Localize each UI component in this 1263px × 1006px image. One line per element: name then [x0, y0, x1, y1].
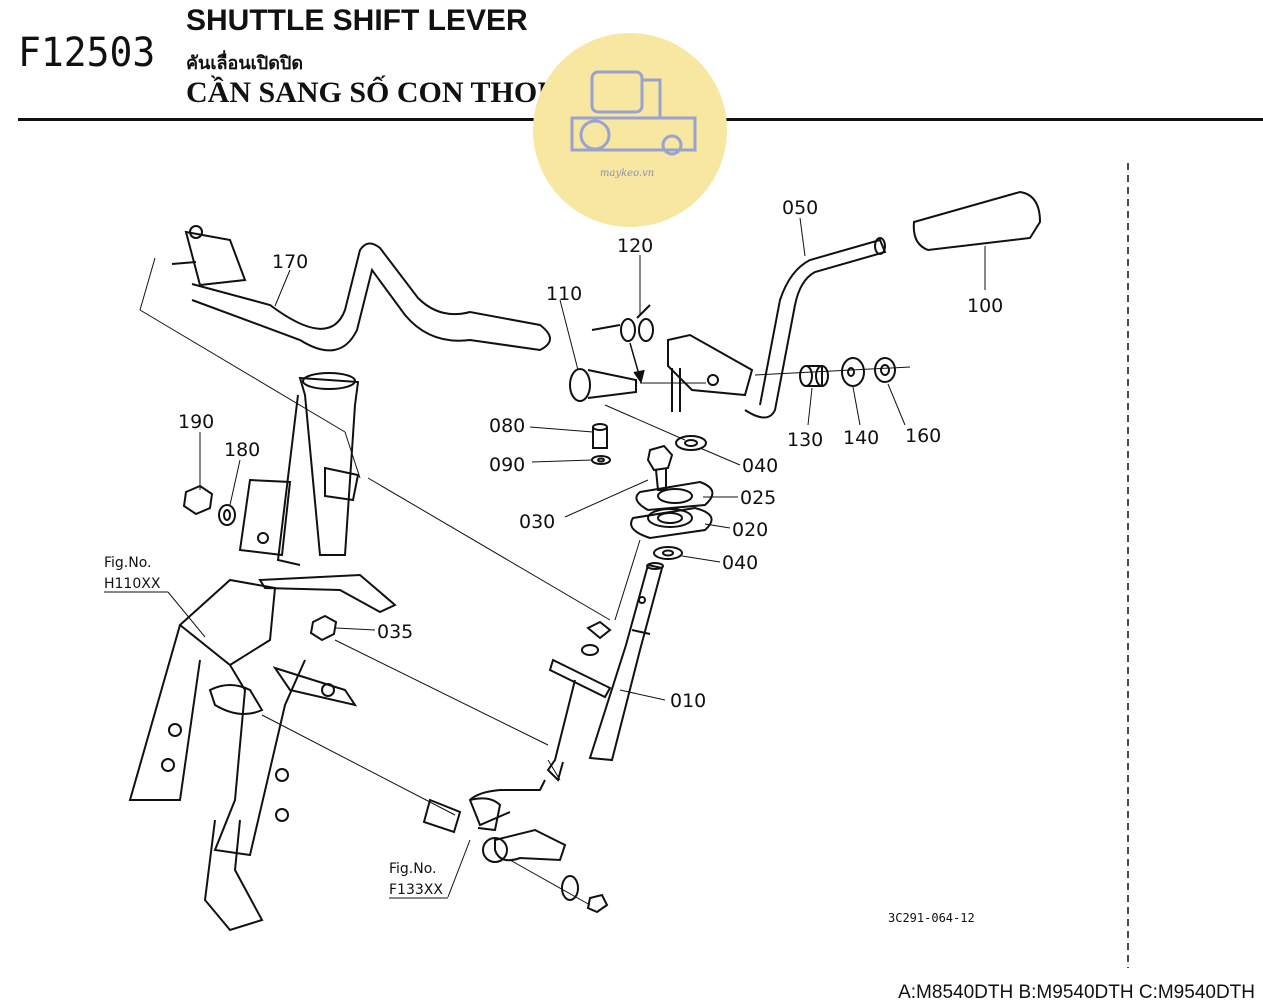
model-list: A:M8540DTH B:M9540DTH C:M9540DTH: [898, 982, 1255, 1003]
part-090-washer: [591, 455, 611, 465]
part-040-clip-upper: [675, 435, 707, 451]
phantom-lines: [139, 257, 911, 906]
part-190-nut: [182, 484, 214, 516]
part-outlines: [104, 190, 1042, 932]
label-010: 010: [670, 690, 706, 712]
label-050: 050: [782, 197, 818, 219]
title-thai: คันเลื่อนเปิดปิด: [186, 53, 304, 74]
label-040-lower: 040: [722, 552, 758, 574]
watermark-text: maykeo.vn: [600, 168, 654, 179]
fig-ref-2-code: F133XX: [389, 882, 443, 898]
fig-ref-1-label: Fig.No.: [104, 555, 152, 571]
part-140-washer: [841, 357, 865, 387]
label-035: 035: [377, 621, 413, 643]
lever-bracket: [667, 333, 754, 412]
part-010-shaft: [588, 562, 664, 762]
reference-underlines: [104, 591, 448, 899]
fig-ref-1-code: H110XX: [104, 576, 161, 592]
label-110: 110: [546, 283, 582, 305]
title-vietnamese: CẦN SANG SỐ CON THOI: [186, 76, 549, 109]
drawing-number: 3C291-064-12: [888, 911, 975, 925]
label-120: 120: [617, 235, 653, 257]
part-120-spring: [591, 304, 654, 342]
watermark-logo: maykeo.vn: [533, 33, 727, 227]
part-040-clip-lower: [653, 546, 683, 560]
label-100: 100: [967, 295, 1003, 317]
label-025: 025: [740, 487, 776, 509]
page-code: F12503: [18, 30, 156, 76]
tractor-icon: [570, 70, 697, 156]
part-160-nut: [874, 357, 896, 383]
label-080: 080: [489, 415, 525, 437]
label-130: 130: [787, 429, 823, 451]
label-leaders: [167, 217, 986, 898]
label-020: 020: [732, 519, 768, 541]
label-030: 030: [519, 511, 555, 533]
part-080-bushing: [592, 423, 608, 449]
watermark-circle: [533, 33, 727, 227]
part-035-nut: [309, 614, 338, 642]
label-180: 180: [224, 439, 260, 461]
part-030-bolt: [646, 444, 674, 491]
column-bracket: [128, 372, 397, 932]
label-140: 140: [843, 427, 879, 449]
title-english: SHUTTLE SHIFT LEVER: [186, 4, 528, 37]
shift-rod-lower: [422, 620, 612, 914]
label-160: 160: [905, 425, 941, 447]
part-100-knob: [912, 190, 1042, 252]
part-170-rod: [171, 225, 551, 352]
part-110-pin: [569, 368, 637, 402]
part-020-flange: [630, 506, 713, 540]
part-025-gasket: [635, 480, 714, 512]
part-130-bushing: [799, 365, 829, 387]
label-090: 090: [489, 454, 525, 476]
fig-ref-2-label: Fig.No.: [389, 861, 437, 877]
part-050-lever: [744, 237, 887, 419]
label-190: 190: [178, 411, 214, 433]
label-040-upper: 040: [742, 455, 778, 477]
part-180-washer: [218, 504, 236, 526]
label-170: 170: [272, 251, 308, 273]
arrow-120: [629, 342, 645, 384]
